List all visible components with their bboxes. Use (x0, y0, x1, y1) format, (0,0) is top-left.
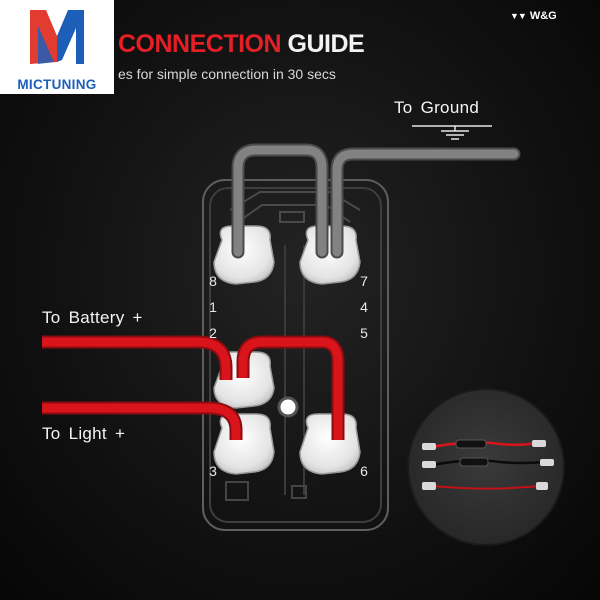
logo-text: MICTUNING (17, 77, 97, 92)
mictuning-m-logo-icon (30, 10, 84, 64)
page-subtitle: es for simple connection in 30 secs (118, 66, 336, 82)
pin-number: 8 (209, 273, 217, 289)
pin-number: 2 (209, 325, 217, 341)
wire-harness-inset (407, 388, 565, 546)
terminal-6 (299, 413, 361, 475)
pin-number: 6 (360, 463, 368, 479)
ground-label: To Ground (394, 98, 480, 117)
pin-number: 4 (360, 299, 368, 315)
terminal-7 (299, 225, 361, 285)
led-indicator (277, 396, 299, 418)
battery-label: To Battery + (42, 308, 143, 327)
terminal-8 (213, 225, 275, 285)
brand-badge: ▼▼W&G (510, 10, 557, 22)
pin-number: 1 (209, 299, 217, 315)
title-guide: GUIDE (287, 30, 365, 58)
light-label: To Light + (42, 424, 126, 443)
terminal-3 (213, 413, 275, 475)
pin-number: 7 (360, 273, 368, 289)
mictuning-logo: MICTUNING (0, 0, 114, 94)
pin-number: 3 (209, 463, 217, 479)
wire-harness-jumper-icon (422, 439, 554, 490)
page-title: CONNECTION GUIDE (118, 30, 365, 59)
rocker-switch-housing (202, 179, 389, 531)
ground-symbol-icon (412, 125, 492, 140)
double-chevron-icon: ▼▼ (510, 11, 527, 21)
pin-number: 5 (360, 325, 368, 341)
ground-wires (231, 143, 521, 259)
red-wires (42, 335, 345, 440)
brand-text: W&G (529, 10, 557, 22)
title-connection: CONNECTION (118, 30, 282, 58)
